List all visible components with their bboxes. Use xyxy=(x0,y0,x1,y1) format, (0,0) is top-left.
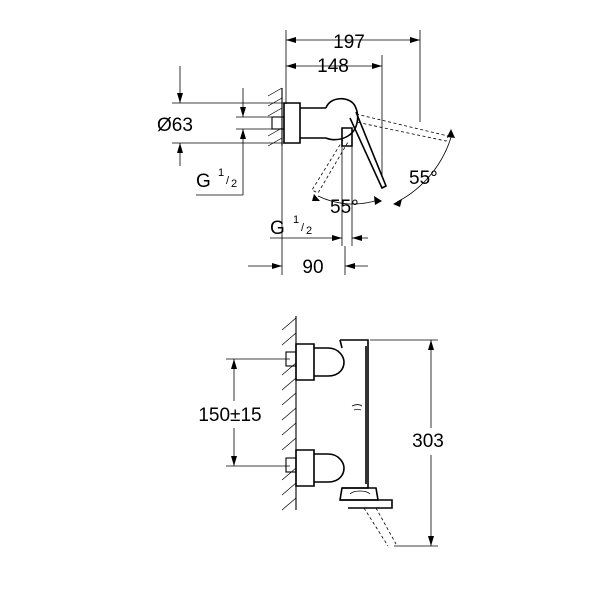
svg-text:/: / xyxy=(301,222,305,234)
svg-text:/: / xyxy=(226,175,230,187)
top-dim-diameter: Ø63 xyxy=(157,66,296,166)
thread-left-main: G xyxy=(196,171,211,192)
top-mixer-body xyxy=(271,97,455,207)
side-wall-hatching xyxy=(281,316,297,511)
top-dim-depth: 90 xyxy=(248,146,368,278)
dim-overall-width: 197 xyxy=(333,32,365,53)
dim-spout-width: 148 xyxy=(317,56,349,77)
top-dim-width: 197 148 xyxy=(285,30,421,176)
side-mixer-body xyxy=(339,339,397,547)
dim-centers: 150±15 xyxy=(198,405,261,426)
side-upper-connector xyxy=(285,343,345,381)
top-dim-thread-bottom: G 1 / 2 xyxy=(270,146,368,246)
dim-angle-right: 55° xyxy=(409,168,438,189)
top-view: 197 148 Ø63 G 1 / 2 55° xyxy=(157,30,455,278)
side-dim-height: 303 xyxy=(370,339,444,547)
thread-left-num: 1 xyxy=(218,167,224,179)
dim-diameter: Ø63 xyxy=(157,115,193,136)
dim-angle-bottom: 55° xyxy=(330,197,359,218)
thread-bottom-den: 2 xyxy=(306,225,312,237)
thread-left-den: 2 xyxy=(231,178,237,190)
thread-bottom-main: G xyxy=(270,218,285,239)
side-lower-connector xyxy=(285,449,345,487)
side-dim-centers: 150±15 xyxy=(198,358,290,467)
dim-depth: 90 xyxy=(302,257,323,278)
top-dim-thread-left: G 1 / 2 xyxy=(196,88,276,196)
side-view: 150±15 303 xyxy=(198,316,444,547)
thread-bottom-num: 1 xyxy=(293,214,299,226)
dim-height: 303 xyxy=(412,431,444,452)
